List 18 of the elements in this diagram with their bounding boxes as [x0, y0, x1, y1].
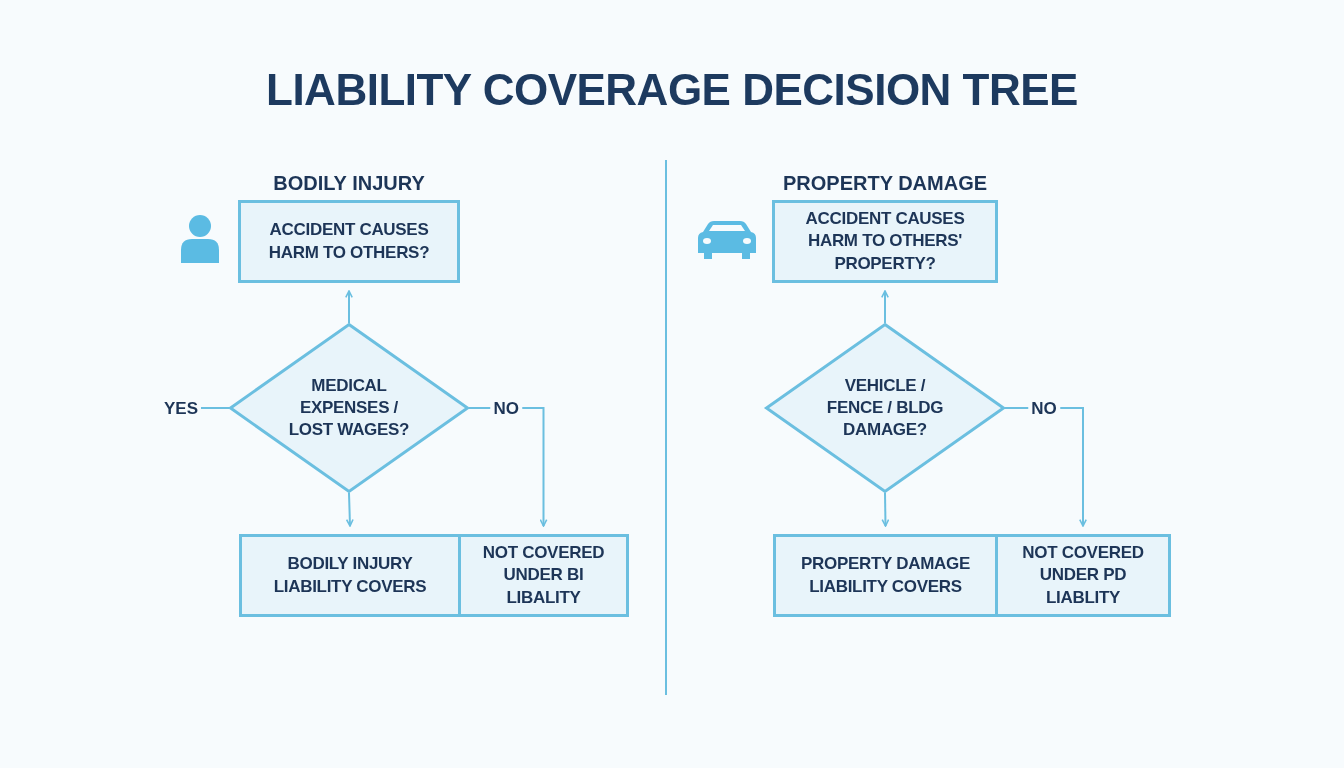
process-box: PROPERTY DAMAGE LIABILITY COVERS [773, 534, 998, 617]
arrow [345, 492, 354, 527]
arrow [345, 290, 353, 324]
arrow [881, 492, 890, 527]
process-box: ACCIDENT CAUSES HARM TO OTHERS' PROPERTY? [772, 200, 998, 283]
edge-label: YES [161, 399, 201, 417]
decision-diamond: VEHICLE / FENCE / BLDG DAMAGE? [765, 323, 1005, 493]
diagram-title: LIABILITY COVERAGE DECISION TREE [266, 68, 1078, 112]
process-box: NOT COVERED UNDER BI LIBALITY [458, 534, 629, 617]
edge-label: NO [490, 399, 522, 417]
decision-diamond: MEDICAL EXPENSES / LOST WAGES? [229, 323, 469, 493]
section-heading: BODILY INJURY [273, 173, 425, 193]
edge-label: NO [1028, 399, 1060, 417]
process-box: NOT COVERED UNDER PD LIABLITY [995, 534, 1171, 617]
section-heading: PROPERTY DAMAGE [782, 173, 988, 193]
process-box: ACCIDENT CAUSES HARM TO OTHERS? [238, 200, 460, 283]
arrow [881, 290, 889, 324]
process-box: BODILY INJURY LIABILITY COVERS [239, 534, 461, 617]
